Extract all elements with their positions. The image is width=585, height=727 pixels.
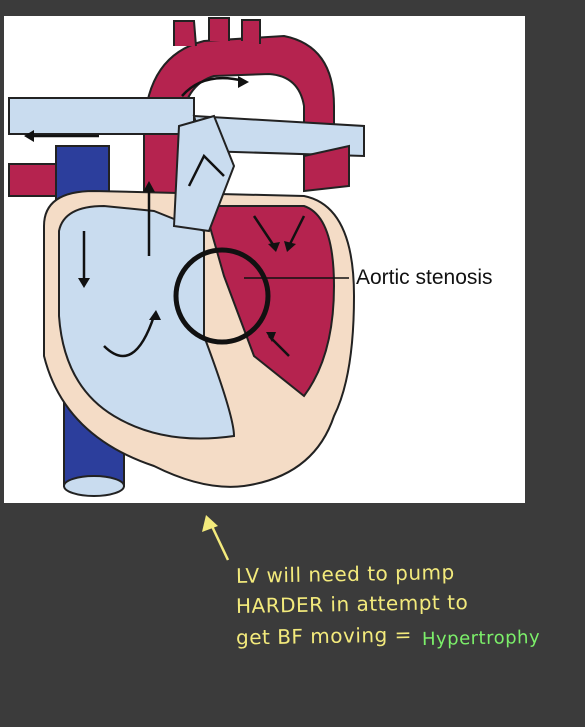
stenosis-highlight-circle: [173, 247, 271, 345]
pulmonary-vein-right: [303, 144, 350, 193]
aortic-branches: [173, 17, 261, 47]
flow-arrows: [29, 76, 306, 358]
note-line-1: LV will need to pump: [235, 560, 455, 588]
diagram-panel: Aortic stenosis: [4, 16, 525, 503]
heart-diagram: [8, 17, 365, 497]
note-line-2: HARDER in attempt to: [235, 589, 469, 619]
ivc-opening: [63, 475, 125, 497]
note-highlight: Hypertrophy: [421, 626, 541, 651]
pulmonary-trunk: [172, 114, 236, 233]
aortic-stenosis-label: Aortic stenosis: [356, 266, 493, 289]
note-line-3: get BF moving =: [235, 622, 413, 650]
arrow-heads: [24, 76, 296, 342]
